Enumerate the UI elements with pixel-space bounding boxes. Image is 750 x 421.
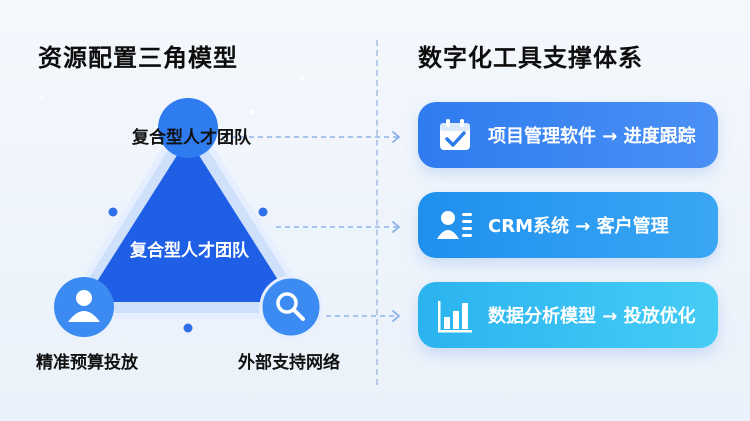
sparkle-dot <box>40 95 44 99</box>
tool-card-label: CRM系统 → 客户管理 <box>488 216 669 237</box>
bottom-left-label: 精准预算投放 <box>36 353 138 373</box>
tool-card-project-management: 项目管理软件 → 进度跟踪 <box>418 102 718 168</box>
user-list-icon <box>436 206 474 244</box>
tool-card-crm: CRM系统 → 客户管理 <box>418 192 718 258</box>
sparkle-dot <box>300 76 304 80</box>
sparkle-dot <box>250 110 254 114</box>
tool-card-data-analysis: 数据分析模型 → 投放优化 <box>418 282 718 348</box>
magnifier-icon <box>276 292 305 321</box>
top-node-label: 复合型人才团队 <box>132 128 251 148</box>
vertical-divider <box>376 40 378 385</box>
triangle-inner <box>84 138 292 302</box>
tool-card-label: 数据分析模型 → 投放优化 <box>488 306 696 327</box>
bottom-right-label: 外部支持网络 <box>238 353 340 373</box>
bar-chart-icon <box>436 296 474 334</box>
connector-arrow-3 <box>392 310 401 322</box>
edge-dot <box>183 323 193 333</box>
person-icon <box>68 290 100 322</box>
tool-card-label: 项目管理软件 → 进度跟踪 <box>488 126 696 147</box>
bottom-right-node <box>259 275 323 339</box>
triangle-model-title: 资源配置三角模型 <box>38 44 238 72</box>
connector-arrow-1 <box>392 131 401 143</box>
bottom-left-node <box>54 277 114 337</box>
connector-arrow-2 <box>392 221 401 233</box>
digital-tools-title: 数字化工具支撑体系 <box>418 44 643 72</box>
triangle-center-label: 复合型人才团队 <box>130 241 249 261</box>
edge-dot <box>108 207 118 217</box>
calendar-check-icon <box>436 116 474 154</box>
top-node <box>158 98 218 158</box>
edge-dot <box>258 207 268 217</box>
